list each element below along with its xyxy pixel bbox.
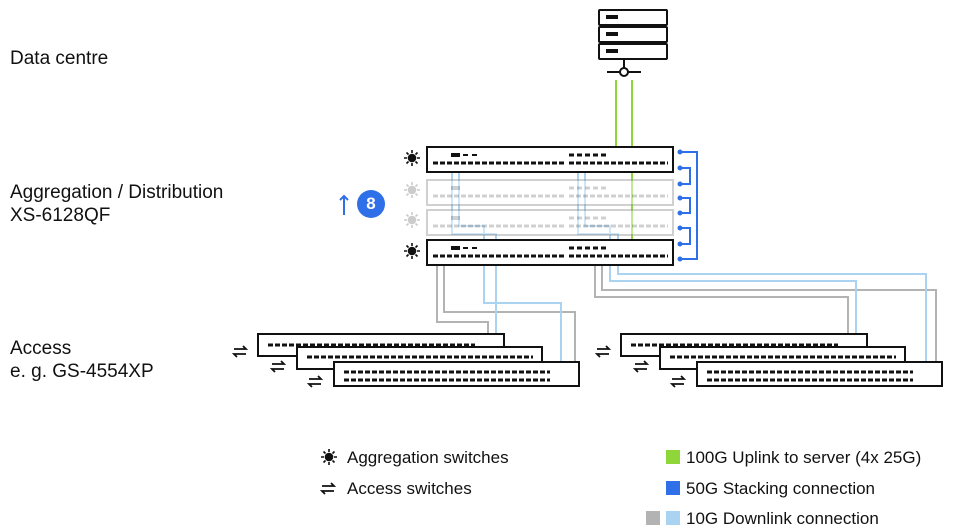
legend-aggregation-icon [321,449,337,465]
tier-label-aggregation: Aggregation / Distribution XS-6128QF [10,181,223,227]
access-switch-icon [231,345,687,388]
legend-stacking: 50G Stacking connection [666,479,875,499]
stack-count-badge: 8 [357,190,385,218]
tier-aggregation-line1: Aggregation / Distribution [10,182,224,203]
legend-uplink-label: 100G Uplink to server (4x 25G) [686,448,922,467]
tier-access-line2: e. g. GS-4554XP [10,361,154,382]
access-switch-group-left [257,333,580,387]
downlink-gray-swatch [646,511,660,525]
legend-aggregation-label: Aggregation switches [347,448,509,467]
legend-stacking-label: 50G Stacking connection [686,479,876,498]
up-arrow-icon [339,194,349,215]
downlink-gray [436,257,937,372]
stacking-connection [680,151,698,260]
legend-access: Access switches [347,479,472,499]
legend-downlink-label: 10G Downlink connection [686,509,879,528]
aggregation-switch-3 [426,209,674,236]
tier-label-datacentre: Data centre [10,47,108,70]
aggregation-switch-2 [426,179,674,206]
stacking-swatch [666,481,680,495]
legend-downlink: 10G Downlink connection [646,509,879,529]
tier-label-access: Access e. g. GS-4554XP [10,337,154,383]
access-switch-group-right [620,333,943,387]
tier-datacentre-text: Data centre [10,48,109,69]
aggregation-switch-4 [426,239,674,266]
aggregation-switch-icon-faded [404,182,420,228]
tier-access-line1: Access [10,338,72,359]
server-icon [598,9,668,60]
legend-access-icon [319,482,337,495]
aggregation-switch-icon [404,150,420,259]
aggregation-switch-1 [426,146,674,173]
legend-uplink: 100G Uplink to server (4x 25G) [666,448,921,468]
legend-access-label: Access switches [347,479,472,498]
tier-aggregation-line2: XS-6128QF [10,205,111,226]
downlink-blue-swatch [666,511,680,525]
uplink-swatch [666,450,680,464]
legend-aggregation: Aggregation switches [347,448,509,468]
